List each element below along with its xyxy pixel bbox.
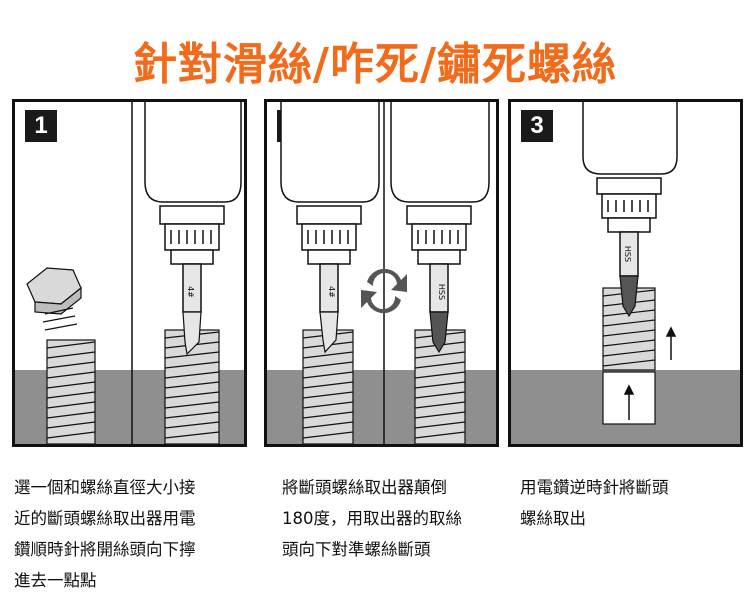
caption-line: 頭向下對準螺絲斷頭 xyxy=(282,540,431,559)
step-2-illustration: 4# HSS xyxy=(267,102,496,444)
up-arrow-icon xyxy=(665,326,677,360)
extractor-cone xyxy=(429,311,449,354)
step-2-panel: 2 4# HSS xyxy=(264,99,499,447)
extractor-tip xyxy=(182,311,202,356)
drill xyxy=(144,102,242,313)
step-number: 1 xyxy=(25,110,57,142)
bit-label: HSS xyxy=(623,246,632,262)
extractor-cone xyxy=(619,275,639,318)
rotate-arrows-icon xyxy=(361,268,407,314)
caption-line: 近的斷頭螺絲取出器用電 xyxy=(14,509,196,528)
step-1-panel: 1 4# xyxy=(12,99,247,447)
drill-left xyxy=(280,102,380,313)
bit-label: 4# xyxy=(186,286,195,298)
step-1-caption: 選一個和螺絲直徑大小接 近的斷頭螺絲取出器用電 鑽順時針將開絲頭向下擰 進去一點… xyxy=(14,472,254,596)
step-number: 3 xyxy=(521,110,553,142)
step-3-caption: 用電鑽逆時針將斷頭 螺絲取出 xyxy=(520,472,730,534)
step-1-illustration: 4# xyxy=(15,102,244,444)
step-2-caption: 將斷頭螺絲取出器顛倒 180度，用取出器的取絲 頭向下對準螺絲斷頭 xyxy=(282,472,502,565)
caption-line: 180度，用取出器的取絲 xyxy=(282,509,462,528)
page-title: 針對滑絲/咋死/鏽死螺絲 xyxy=(132,39,618,90)
step-3-panel: 3 HSS xyxy=(508,99,743,447)
up-arrow-icon xyxy=(623,384,635,420)
bit-label: HSS xyxy=(437,284,446,300)
screw-shank-left xyxy=(46,339,96,444)
caption-line: 螺絲取出 xyxy=(520,509,586,528)
caption-line: 進去一點點 xyxy=(14,571,97,590)
caption-line: 選一個和螺絲直徑大小接 xyxy=(14,478,196,497)
caption-line: 用電鑽逆時針將斷頭 xyxy=(520,478,669,497)
bit-label: 4# xyxy=(327,286,336,298)
caption-line: 將斷頭螺絲取出器顛倒 xyxy=(282,478,447,497)
step-3-illustration: HSS xyxy=(511,102,740,444)
caption-line: 鑽順時針將開絲頭向下擰 xyxy=(14,540,196,559)
broken-screw-head xyxy=(26,267,82,331)
drill xyxy=(582,102,678,277)
